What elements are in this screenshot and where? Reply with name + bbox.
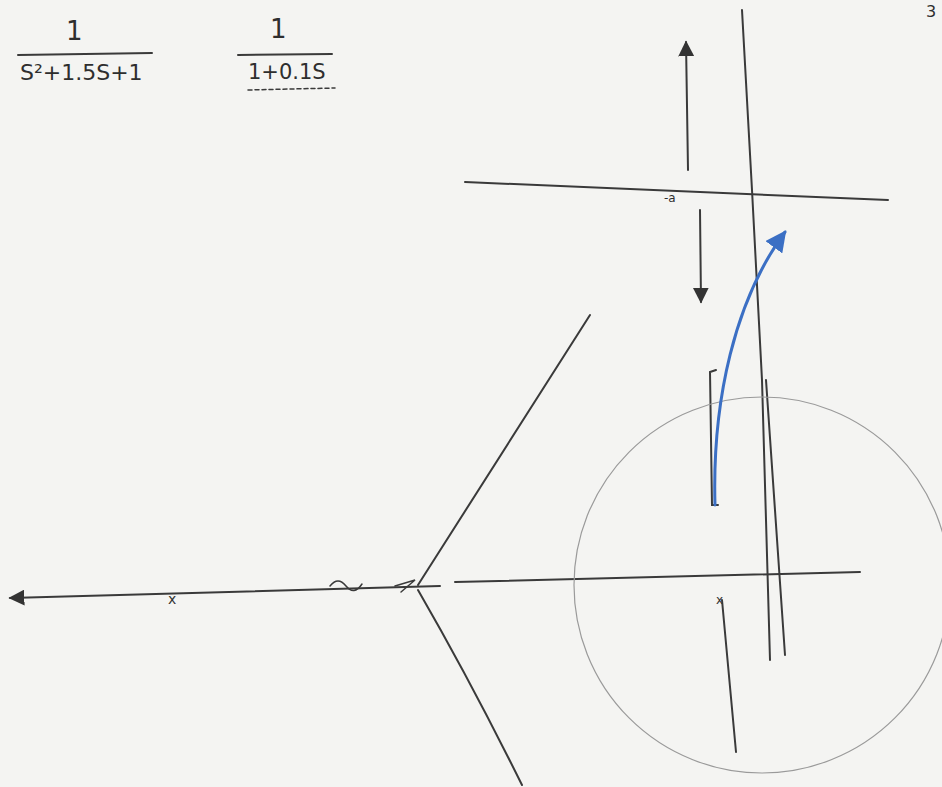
svg-text:x: x bbox=[716, 593, 723, 607]
axis-label: -a bbox=[664, 192, 676, 204]
numerator: 1 bbox=[270, 16, 287, 42]
denominator: S²+1.5S+1 bbox=[20, 62, 143, 84]
svg-text:x: x bbox=[168, 591, 176, 607]
page-number: 3 bbox=[926, 4, 936, 20]
denominator: 1+0.1S bbox=[248, 62, 326, 83]
numerator: 1 bbox=[66, 18, 83, 44]
